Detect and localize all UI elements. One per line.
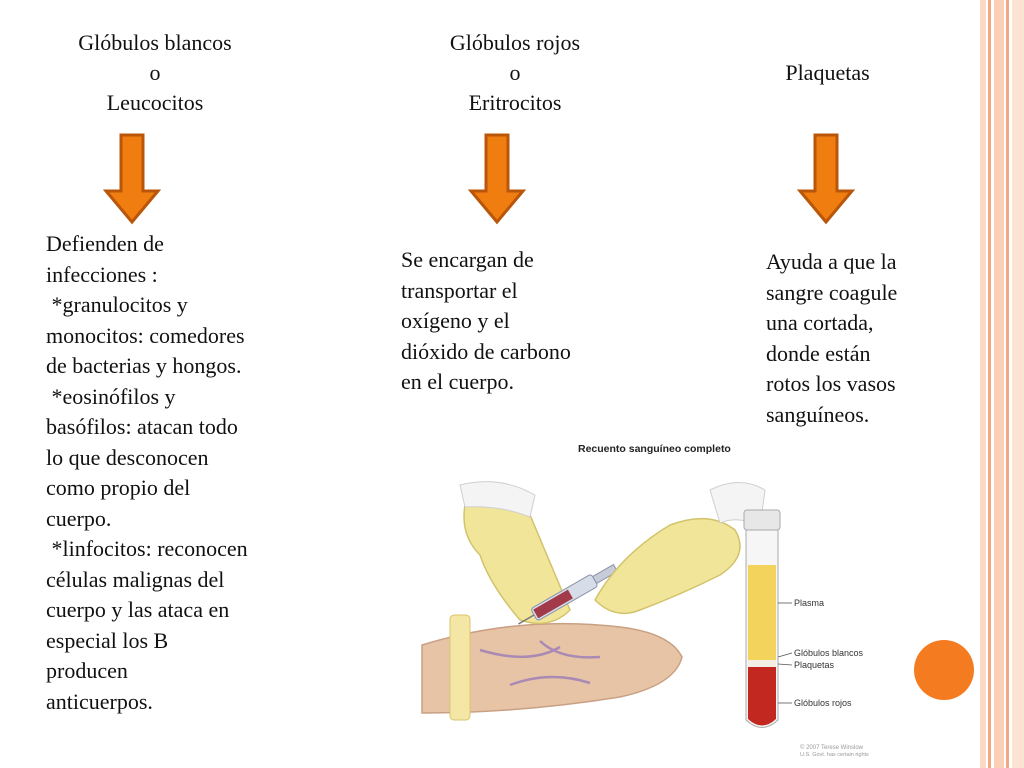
header-line: Eritrocitos xyxy=(468,90,562,115)
down-arrow-icon xyxy=(468,133,526,225)
syringe xyxy=(518,563,619,625)
header-line: Leucocitos xyxy=(106,90,204,115)
down-arrow-icon xyxy=(103,133,161,225)
header-leucocitos: Glóbulos blancos o Leucocitos xyxy=(40,28,270,118)
credit-line-1: © 2007 Terese Winslow xyxy=(800,744,864,751)
header-line: o xyxy=(509,60,521,85)
blood-test-illustration: Recuento sanguíneo completo Plasma xyxy=(421,443,869,758)
arm xyxy=(421,622,683,714)
tourniquet xyxy=(449,614,471,721)
credit-line-2: U.S. Govt. has certain rights xyxy=(800,752,869,758)
label-globulos-rojos: Glóbulos rojos xyxy=(794,698,852,708)
veins xyxy=(479,640,601,687)
decorative-stripes xyxy=(980,0,1024,768)
down-arrow-icon xyxy=(797,133,855,225)
header-line: Glóbulos rojos xyxy=(449,30,581,55)
header-plaquetas: Plaquetas xyxy=(750,58,905,88)
body-leucocitos: Defienden de infecciones : *granulocitos… xyxy=(46,231,248,714)
glove-right xyxy=(594,517,741,615)
header-eritrocitos: Glóbulos rojos o Eritrocitos xyxy=(410,28,620,118)
header-line: o xyxy=(149,60,161,85)
label-globulos-blancos: Glóbulos blancos xyxy=(794,648,864,658)
label-plaquetas: Plaquetas xyxy=(794,660,835,670)
test-tube xyxy=(743,509,781,728)
header-line: Plaquetas xyxy=(785,60,870,85)
label-plasma: Plasma xyxy=(794,598,824,608)
illustration-title: Recuento sanguíneo completo xyxy=(578,443,731,455)
body-eritrocitos: Se encargan de transportar el oxígeno y … xyxy=(401,247,571,394)
body-plaquetas: Ayuda a que la sangre coagule una cortad… xyxy=(766,249,898,427)
accent-circle xyxy=(914,640,974,700)
sleeve-left xyxy=(459,481,536,518)
header-line: Glóbulos blancos xyxy=(78,30,232,55)
